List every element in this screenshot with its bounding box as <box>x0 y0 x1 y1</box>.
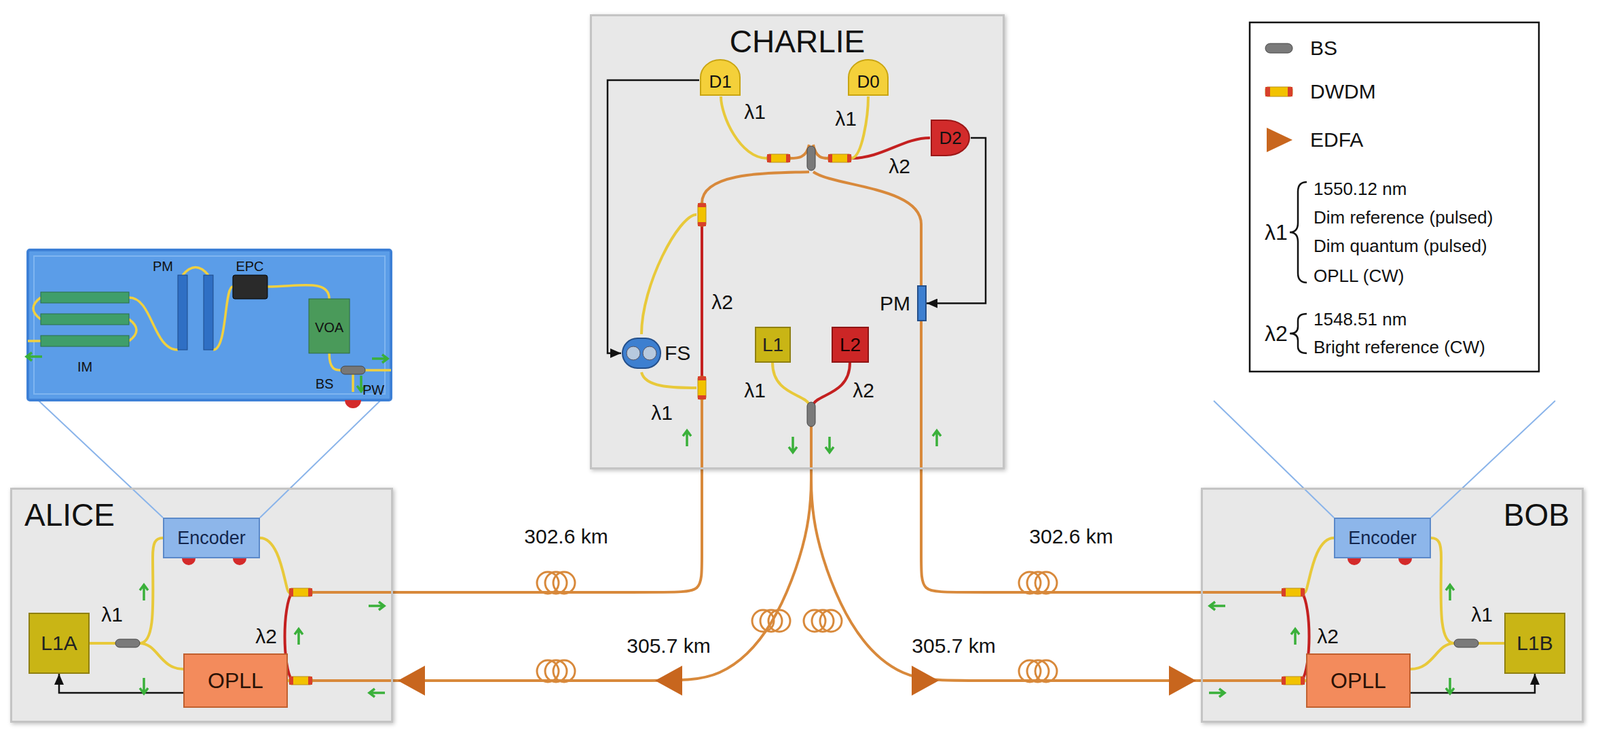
site-title: BOB <box>1503 498 1570 531</box>
component-name: PM <box>879 291 911 315</box>
wavelength-label: λ2 <box>852 380 875 401</box>
laser-box: L2 <box>831 326 869 363</box>
distance-label: 305.7 km <box>623 633 713 658</box>
legend-text: EDFA <box>1310 128 1364 152</box>
site-title: CHARLIE <box>729 25 865 58</box>
laser-box: L1 <box>754 326 791 363</box>
legend-item: DWDM <box>1261 78 1376 106</box>
laser-box: L1B <box>1504 612 1566 674</box>
distance-label: 302.6 km <box>1026 524 1116 548</box>
legend-item: EDFA <box>1261 126 1364 154</box>
encoder-inset <box>27 249 392 408</box>
phase-modulator: PM <box>875 285 927 322</box>
legend-note: 1548.51 nm <box>1313 310 1407 328</box>
laser-box: L1A <box>28 612 90 674</box>
wavelength-label: λ2 <box>888 156 911 177</box>
fiber-link <box>393 469 812 681</box>
legend-note: 1550.12 nm <box>1313 179 1407 198</box>
control-line <box>607 80 700 353</box>
control-line <box>1410 673 1535 693</box>
detector: D0 <box>847 58 890 97</box>
part-label: IM <box>77 359 93 374</box>
fiber-spool <box>621 333 662 372</box>
component-name: D0 <box>856 71 880 93</box>
fiber-stretcher: FS <box>621 333 695 372</box>
legend-text: DWDM <box>1310 80 1376 104</box>
component-name: D2 <box>938 127 962 149</box>
component-name: L1B <box>1516 631 1553 655</box>
control-line <box>59 673 184 693</box>
wavelength-label: λ1 <box>743 101 766 123</box>
encoder-box: Encoder <box>162 517 260 558</box>
legend-note: OPLL (CW) <box>1313 266 1404 285</box>
detector: D2 <box>929 118 971 157</box>
site-panel: ALICE EncoderL1A OPLL <box>10 487 394 723</box>
wavelength-label: λ1 <box>650 402 673 423</box>
wavelength-label: λ2 <box>711 291 734 313</box>
legend-note: Bright reference (CW) <box>1313 338 1486 356</box>
wavelength-label: λ1 <box>101 604 123 625</box>
site-panel: BOB EncoderOPLL L1B <box>1200 487 1584 723</box>
wavelength-label: λ2 <box>255 625 277 647</box>
detector: D1 <box>699 58 742 97</box>
modulator-bar <box>917 285 927 322</box>
distance-label: 302.6 km <box>521 524 611 548</box>
component-name: FS <box>664 341 691 365</box>
distance-label: 305.7 km <box>908 633 998 658</box>
fiber-link <box>811 469 1201 681</box>
component-name: OPLL <box>207 667 264 694</box>
component-name: L1 <box>762 333 784 356</box>
legend-swatch <box>1261 34 1300 62</box>
part-label: PW <box>362 382 385 397</box>
component-name: L2 <box>839 333 861 356</box>
control-line <box>926 137 986 304</box>
fiber-link <box>393 469 702 592</box>
component-name: L1A <box>40 631 77 655</box>
legend-swatch <box>1261 78 1300 106</box>
opll-box: OPLL <box>1306 653 1411 708</box>
legend-note: λ1 <box>1264 221 1288 244</box>
part-label: BS <box>315 376 334 391</box>
legend-item: BS <box>1261 34 1338 62</box>
wavelength-label: λ1 <box>743 380 766 401</box>
component-name: Encoder <box>1348 527 1417 549</box>
encoder-box: Encoder <box>1333 517 1431 558</box>
site-title: ALICE <box>24 498 115 531</box>
component-name: Encoder <box>177 527 246 549</box>
wavelength-label: λ1 <box>1471 604 1493 625</box>
wavelength-label: λ2 <box>1316 625 1339 647</box>
legend-swatch <box>1261 126 1300 154</box>
part-label: PM <box>152 259 174 273</box>
part-label: VOA <box>314 320 344 334</box>
wavelength-label: λ1 <box>834 108 857 129</box>
legend-note: λ2 <box>1264 322 1288 345</box>
site-panel: CHARLIE D1 D0D2FS PM L1 L2 <box>589 14 1005 470</box>
component-name: D1 <box>708 71 732 93</box>
opll-box: OPLL <box>183 653 288 708</box>
fiber-link <box>921 469 1201 592</box>
legend-text: BS <box>1310 36 1338 60</box>
part-label: EPC <box>235 259 264 273</box>
legend-note: Dim reference (pulsed) <box>1313 208 1493 227</box>
component-name: OPLL <box>1330 667 1387 694</box>
legend-note: Dim quantum (pulsed) <box>1313 236 1488 255</box>
